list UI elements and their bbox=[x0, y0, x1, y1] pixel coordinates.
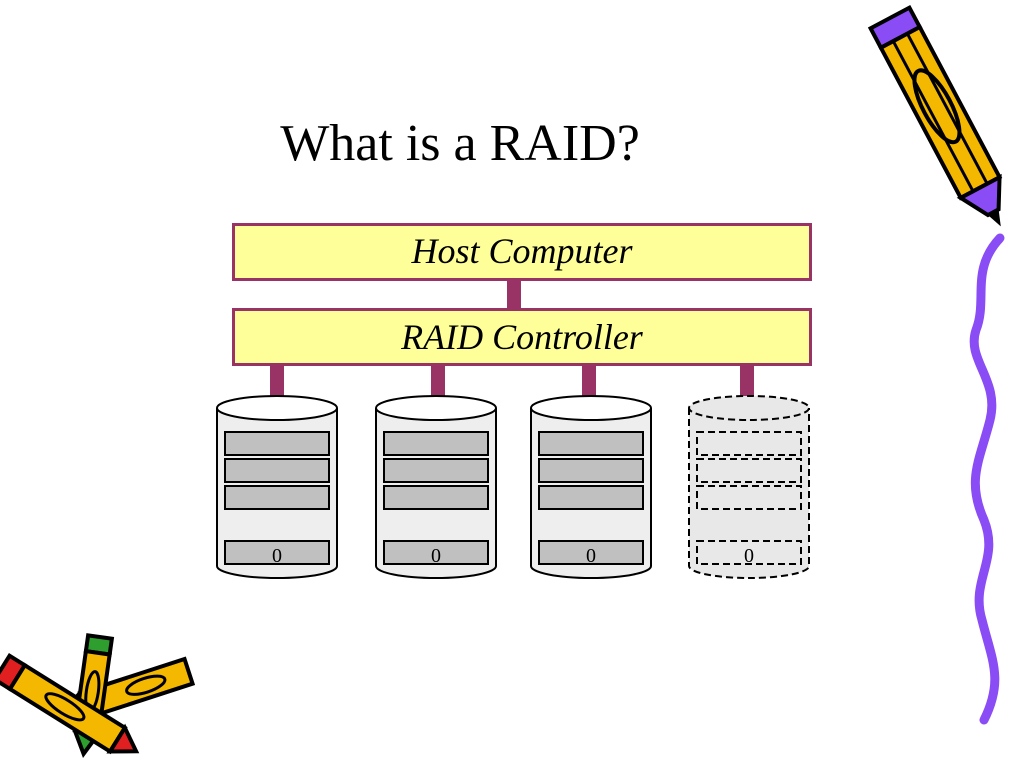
host-computer-box: Host Computer bbox=[232, 223, 812, 281]
disk-connector-1 bbox=[270, 366, 284, 396]
disk-connector-4 bbox=[740, 366, 754, 396]
disk-cylinder-icon bbox=[375, 395, 497, 579]
disk-cylinder-icon bbox=[688, 395, 810, 579]
raid-controller-label: RAID Controller bbox=[401, 317, 643, 357]
host-computer-label: Host Computer bbox=[411, 231, 633, 271]
host-controller-connector bbox=[507, 281, 521, 308]
disk-index-label: 0 bbox=[431, 545, 441, 567]
disk-2: 0 bbox=[375, 395, 497, 579]
crossed-pencils-icon bbox=[0, 633, 196, 758]
raid-controller-box: RAID Controller bbox=[232, 308, 812, 366]
slide-title: What is a RAID? bbox=[280, 115, 640, 172]
disk-1: 0 bbox=[216, 395, 338, 579]
disk-connector-2 bbox=[431, 366, 445, 396]
disk-index-label: 0 bbox=[744, 545, 754, 567]
disk-index-label: 0 bbox=[586, 545, 596, 567]
disk-connector-3 bbox=[582, 366, 596, 396]
disk-index-label: 0 bbox=[272, 545, 282, 567]
squiggle-line-decoration bbox=[969, 233, 1005, 725]
pencil-clipart-icon bbox=[867, 4, 1003, 227]
disk-cylinder-icon bbox=[530, 395, 652, 579]
disk-3: 0 bbox=[530, 395, 652, 579]
disk-cylinder-icon bbox=[216, 395, 338, 579]
disk-4-dashed: 0 bbox=[688, 395, 810, 579]
